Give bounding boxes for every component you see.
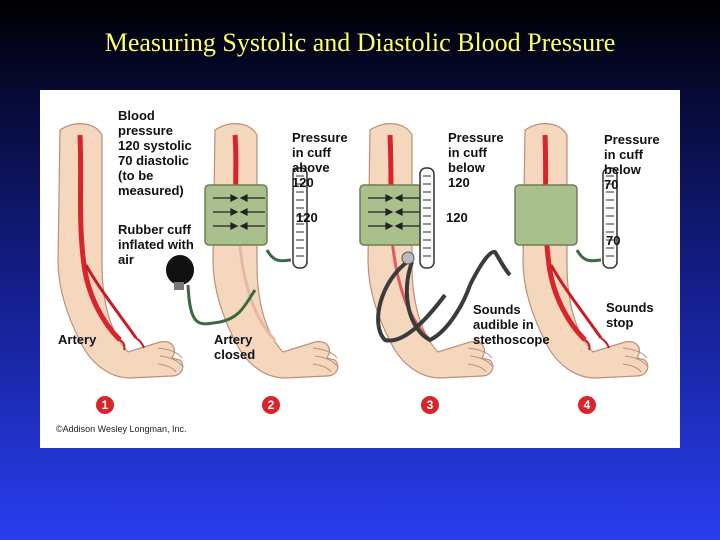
panel-3-pressure-label: Pressure in cuff below 120 [448,130,504,190]
panel-2-pressure-label: Pressure in cuff above 120 [292,130,348,190]
arm-4 [514,123,649,379]
panel-1-bp-label: Blood pressure 120 systolic 70 diastolic… [118,108,192,198]
step-badge-3: 3 [421,396,439,414]
step-badge-2: 2 [262,396,280,414]
arm-3 [359,123,512,379]
diagram-illustration [57,123,649,379]
panel-4-gauge-value: 70 [606,233,621,248]
cuff-4 [514,184,578,246]
inflation-bulb [166,255,257,326]
copyright-text: ©Addison Wesley Longman, Inc. [56,424,187,434]
cuff-2 [204,184,268,246]
arm-2 [204,123,339,379]
stethoscope [376,249,512,343]
slide-title: Measuring Systolic and Diastolic Blood P… [104,28,616,57]
panel-1-cuff-label: Rubber cuff inflated with air [118,222,194,267]
cuff-3 [359,184,423,246]
panel-1-artery-label: Artery [58,332,97,347]
panel-4-pressure-label: Pressure in cuff below 70 [604,132,660,192]
panel-2-gauge-value: 120 [296,210,318,225]
step-badge-1: 1 [96,396,114,414]
panel-4-sounds-label: Sounds stop [606,300,654,330]
diagram-panel: Blood pressure 120 systolic 70 diastolic… [40,90,680,448]
panel-3-sounds-label: Sounds audible in stethoscope [473,302,550,347]
panel-2-artery-label: Artery closed [214,332,256,362]
step-badge-4: 4 [578,396,596,414]
panel-3-gauge-value: 120 [446,210,468,225]
